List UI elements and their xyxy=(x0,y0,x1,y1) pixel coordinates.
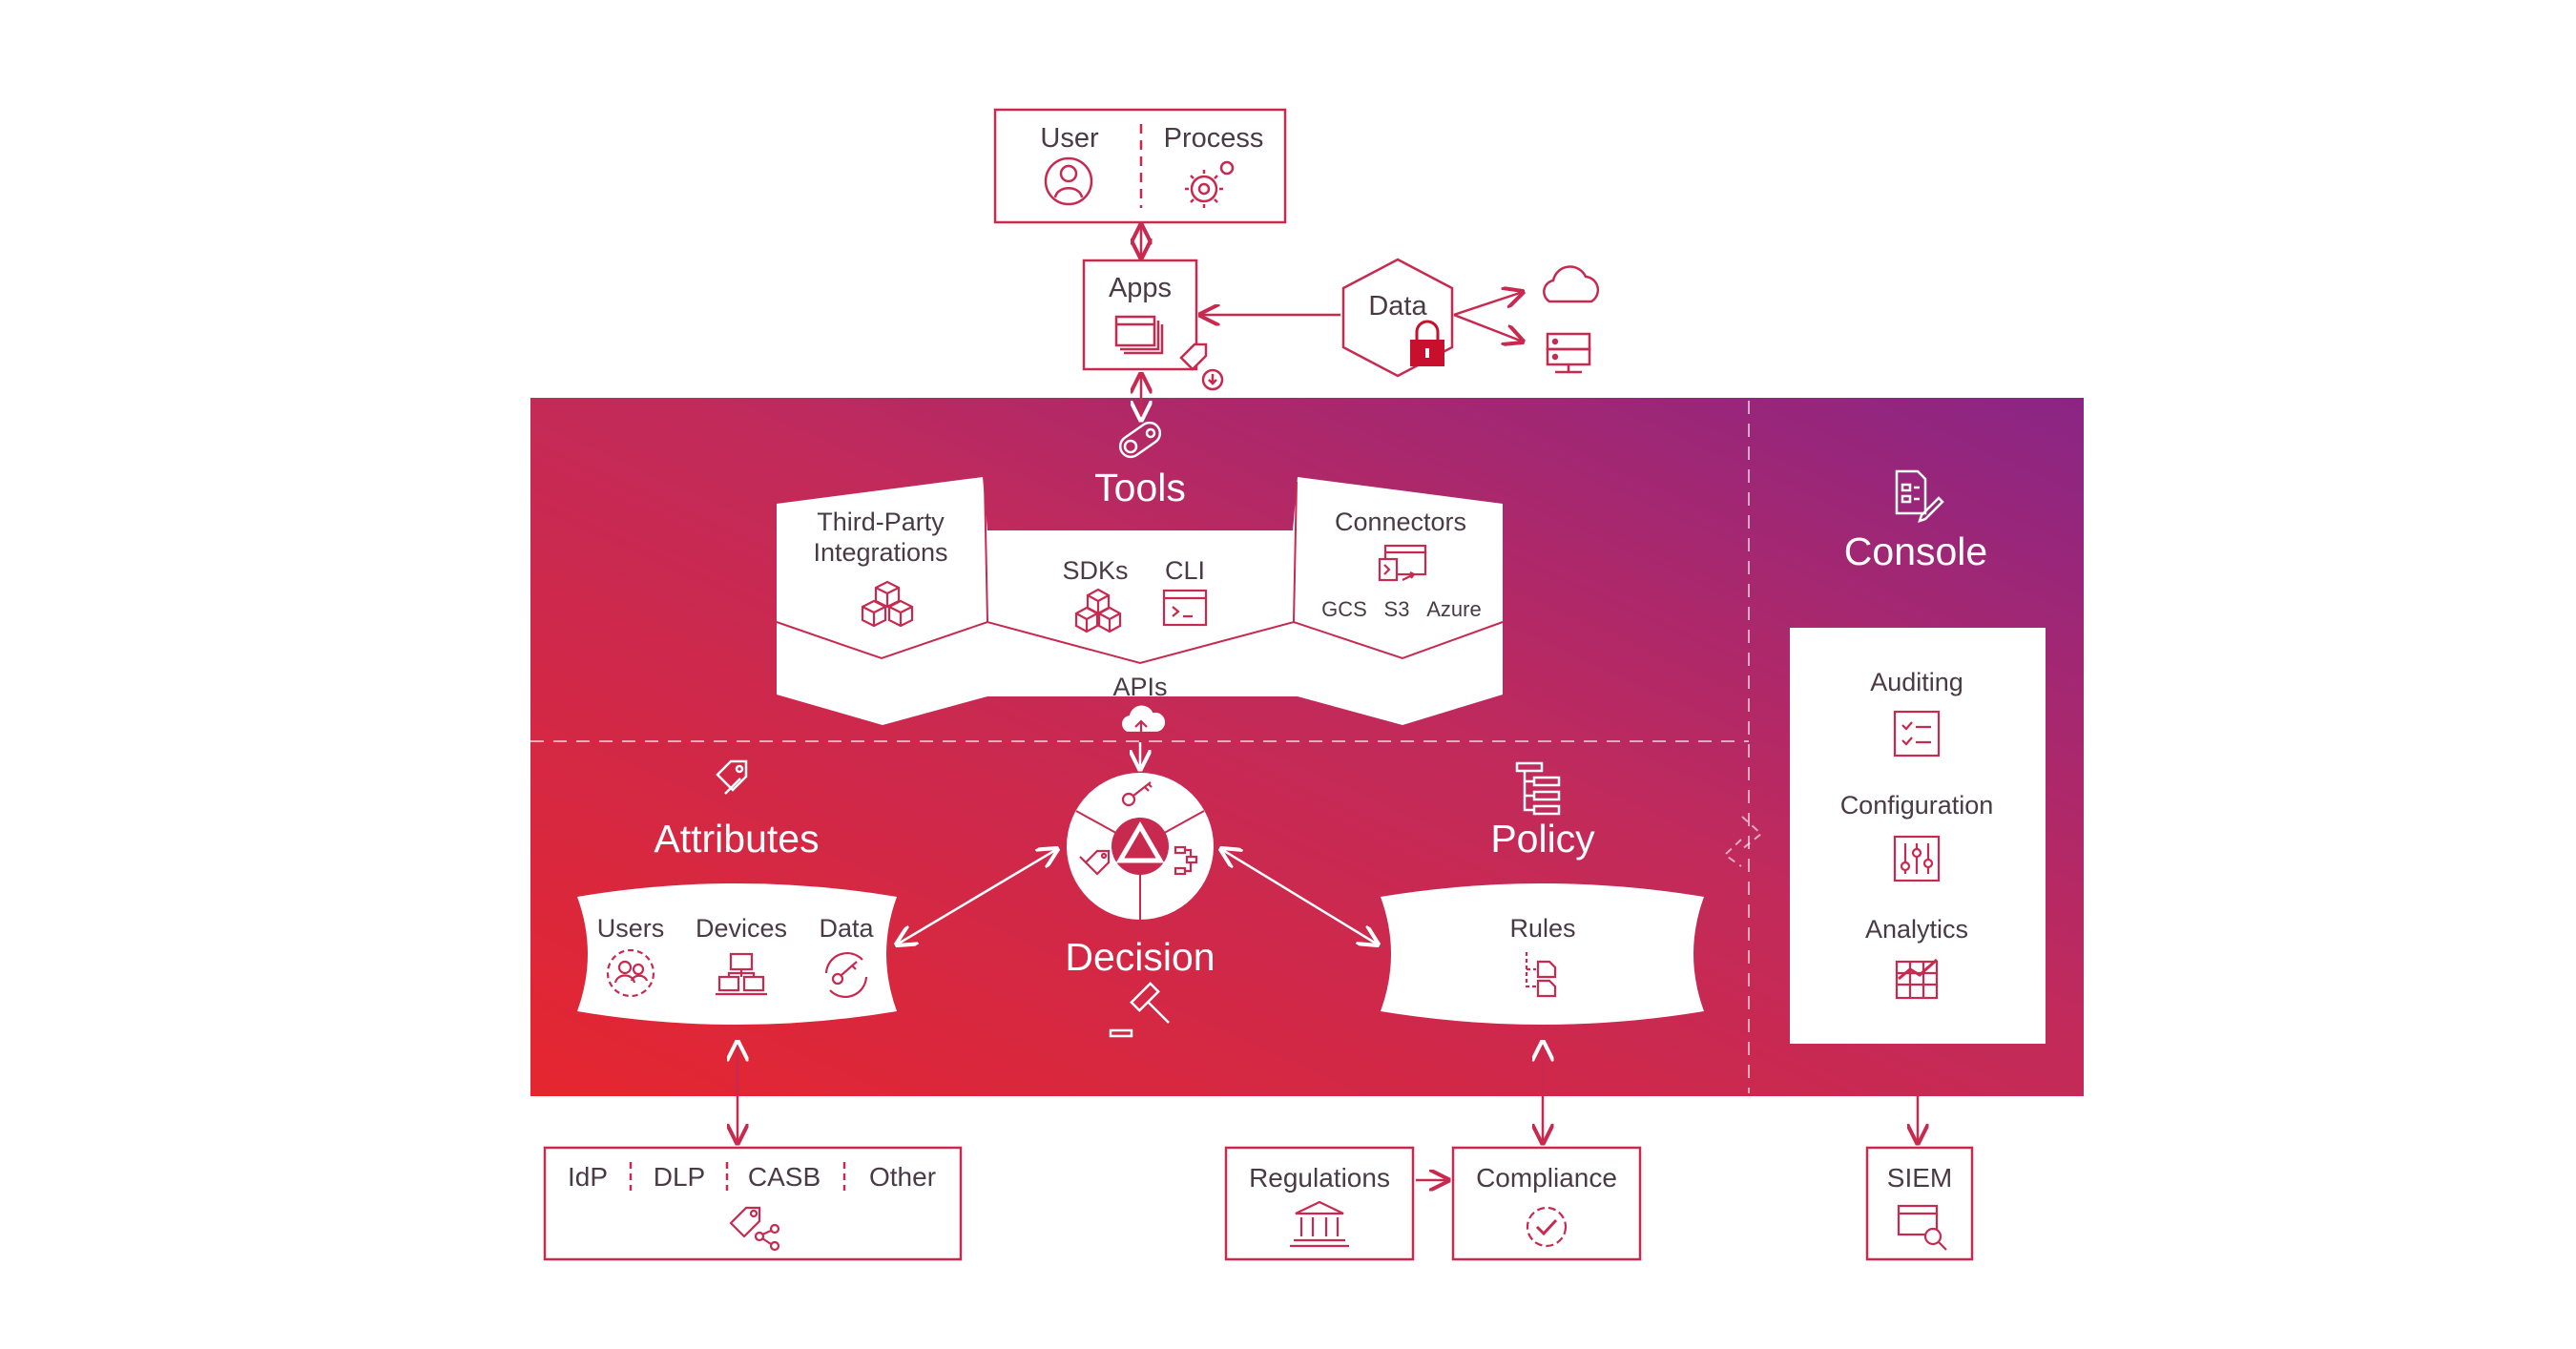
tools-title: Tools xyxy=(1094,466,1186,509)
identity-separators xyxy=(629,1162,846,1191)
attributes-title: Attributes xyxy=(654,817,819,861)
sdks-label: SDKs xyxy=(1062,556,1128,585)
tools-inner-lines xyxy=(776,481,1504,665)
tools-chain-icon xyxy=(1118,421,1162,459)
terminal-icon xyxy=(1162,589,1208,627)
analytics-label: Analytics xyxy=(1865,915,1968,944)
arrow-data-server xyxy=(1453,313,1523,342)
decision-logo-mark xyxy=(1115,821,1165,863)
policy-card xyxy=(1381,883,1704,1025)
policy-flowchart-icon xyxy=(1515,761,1561,816)
decision-title: Decision xyxy=(1065,935,1215,979)
user-label: User xyxy=(1040,123,1099,154)
siem-box xyxy=(1865,1146,1974,1261)
rules-label: Rules xyxy=(1509,914,1575,943)
data-attr-label: Data xyxy=(819,914,874,943)
apps-box xyxy=(1082,259,1198,371)
arrow-attributes-decision xyxy=(897,849,1057,944)
users-icon xyxy=(606,948,655,998)
checklist-icon xyxy=(1893,710,1941,758)
apis-label: APIs xyxy=(1112,673,1167,701)
bank-icon xyxy=(1290,1200,1349,1248)
other-label: Other xyxy=(869,1162,936,1192)
cubes-icon xyxy=(861,580,914,628)
auditing-label: Auditing xyxy=(1870,668,1963,696)
compliance-label: Compliance xyxy=(1476,1163,1617,1193)
process-label: Process xyxy=(1164,123,1264,154)
users-label: Users xyxy=(597,914,665,943)
data-key-icon xyxy=(824,951,868,999)
lock-icon xyxy=(1410,320,1444,366)
divider-chevron xyxy=(1723,816,1763,867)
gcs-label: GCS xyxy=(1321,597,1367,621)
policy-title: Policy xyxy=(1490,817,1595,861)
flowchart-icon xyxy=(1174,845,1198,876)
tag-icon xyxy=(1079,849,1111,876)
analytics-icon xyxy=(1895,958,1939,1000)
casb-label: CASB xyxy=(748,1162,821,1192)
key-icon xyxy=(1121,781,1153,807)
identity-sources-box xyxy=(543,1146,963,1261)
siem-label: SIEM xyxy=(1887,1163,1952,1193)
arrow-decision-policy xyxy=(1221,849,1378,944)
arrow-data-cloud xyxy=(1453,292,1523,317)
tag-download-icon xyxy=(1179,342,1224,391)
tools-hex-cluster xyxy=(777,477,1503,725)
dlp-label: DLP xyxy=(654,1162,705,1192)
console-title: Console xyxy=(1844,529,1987,573)
apps-label: Apps xyxy=(1109,273,1172,303)
compliance-gear-icon xyxy=(1526,1206,1568,1248)
connector-icon xyxy=(1378,544,1427,582)
gear-icon xyxy=(1185,160,1235,208)
share-tag-icon xyxy=(729,1206,780,1252)
devices-icon xyxy=(716,952,767,996)
user-icon xyxy=(1044,156,1093,206)
cloud-icon xyxy=(1543,265,1600,303)
sdks-cubes-icon xyxy=(1074,588,1122,633)
idp-label: IdP xyxy=(568,1162,608,1192)
cli-label: CLI xyxy=(1165,556,1205,585)
gavel-icon xyxy=(1109,982,1170,1038)
s3-label: S3 xyxy=(1384,597,1410,621)
data-label: Data xyxy=(1368,291,1427,322)
configuration-label: Configuration xyxy=(1840,791,1994,820)
siem-search-icon xyxy=(1897,1204,1947,1251)
connectors-label: Connectors xyxy=(1335,508,1466,536)
compliance-box xyxy=(1451,1146,1642,1261)
third-party-label-2: Integrations xyxy=(813,538,947,567)
azure-label: Azure xyxy=(1426,597,1481,621)
devices-label: Devices xyxy=(696,914,787,943)
third-party-label-1: Third-Party xyxy=(817,508,945,536)
console-doc-icon xyxy=(1895,469,1944,523)
cloud-upload-icon xyxy=(1119,703,1168,739)
regulations-label: Regulations xyxy=(1249,1163,1390,1193)
server-icon xyxy=(1546,332,1591,374)
rules-icon xyxy=(1525,952,1557,998)
tag-attributes-icon xyxy=(716,759,748,795)
apps-window-icon xyxy=(1114,315,1164,355)
sliders-icon xyxy=(1893,835,1941,882)
